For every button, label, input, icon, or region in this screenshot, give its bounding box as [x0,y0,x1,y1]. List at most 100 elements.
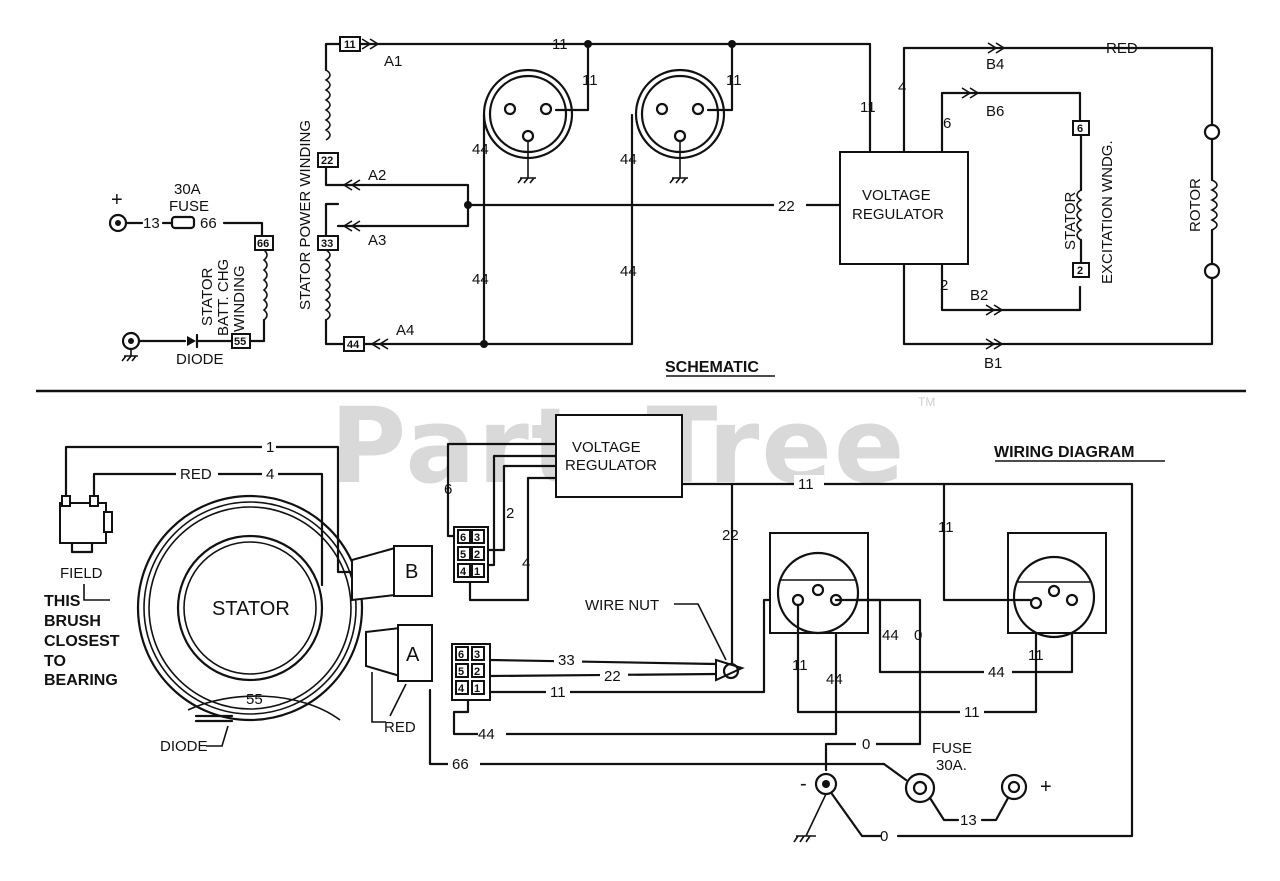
svg-text:A2: A2 [368,167,386,184]
svg-text:6: 6 [943,115,951,132]
rotor: ROTOR [1187,123,1221,280]
battery-terminals: - 0 FUSE 30A. 13 + [793,740,1052,845]
svg-text:BRUSH: BRUSH [44,613,101,630]
fuse-symbol [170,215,196,230]
fuse-label: FUSE [169,198,209,215]
svg-text:B2: B2 [970,287,988,304]
wiring-receptacle-2: 11 11 [938,482,1107,664]
winding-55 [187,695,341,721]
svg-text:44: 44 [347,339,360,351]
plus-terminal [1000,773,1028,801]
wire-a4 [362,113,634,346]
svg-text:55: 55 [246,691,263,708]
svg-text:11: 11 [552,36,568,53]
svg-text:11: 11 [550,684,566,701]
receptacle-1 [482,68,574,184]
brush-note: THIS BRUSH CLOSEST TO BEARING [44,593,120,689]
svg-text:6: 6 [444,481,452,498]
svg-text:22: 22 [722,527,739,544]
svg-text:BATT. CHG: BATT. CHG [215,259,232,336]
svg-text:THIS: THIS [44,593,81,610]
svg-text:33: 33 [558,652,575,669]
svg-text:RED: RED [1106,40,1138,57]
plus-sign: + [111,189,123,211]
field-label: FIELD [60,565,103,582]
svg-text:5: 5 [460,549,466,561]
batt-winding-label: STATOR BATT. CHG WINDING [199,259,248,336]
diode-lead [194,714,234,723]
svg-text:TO: TO [44,653,66,670]
watermark-tm: TM [918,395,935,409]
connector-a: 6 3 5 2 4 1 [451,643,491,701]
svg-text:6: 6 [458,649,464,661]
rotor-label: ROTOR [1187,178,1204,232]
svg-text:66: 66 [452,756,469,773]
svg-text:BEARING: BEARING [44,672,118,689]
schematic-voltage-regulator: VOLTAGE REGULATOR B4 RED 4 B6 6 B2 2 B1 [839,40,1214,372]
diode-label: DIODE [176,351,224,368]
power-winding-coil-lower [324,249,331,321]
connector-a1 [361,38,380,50]
wire-66-label: 66 [200,215,217,232]
svg-text:1: 1 [266,439,274,456]
ground-icon [517,141,536,184]
svg-text:11: 11 [582,72,598,89]
excitation-winding: 6 2 STATOR EXCITATION WNDG. [1062,120,1116,284]
svg-text:6: 6 [1077,123,1083,135]
svg-text:A4: A4 [396,322,414,339]
svg-text:6: 6 [460,532,466,544]
svg-text:4: 4 [522,555,530,572]
svg-text:44: 44 [988,664,1005,681]
receptacle-2 [634,68,726,184]
schematic-title: SCHEMATIC [665,359,759,376]
svg-text:A: A [406,644,420,666]
svg-text:5: 5 [458,666,464,678]
svg-text:44: 44 [478,726,495,743]
wire-13-label: 13 [143,215,160,232]
svg-text:44: 44 [882,627,899,644]
svg-text:11: 11 [938,519,954,536]
wire-red-4 [92,472,324,587]
svg-text:0: 0 [862,736,870,753]
svg-text:WINDING: WINDING [231,265,248,332]
schematic: + 13 30A FUSE 66 66 55 STATOR BATT. CHG … [108,36,1221,377]
terminal-22 [317,152,339,168]
svg-text:0: 0 [914,627,922,644]
fuse-rating: 30A. [936,757,967,774]
rotor-coil [1210,179,1218,231]
plus-sign: + [1040,776,1052,798]
red-label: RED [384,719,416,736]
wire-b1 [902,262,1214,346]
svg-text:4: 4 [898,79,906,96]
fuse-label: FUSE [932,740,972,757]
svg-text:2: 2 [506,505,514,522]
svg-text:STATOR: STATOR [199,267,216,326]
svg-text:11: 11 [726,72,742,89]
svg-text:B6: B6 [986,103,1004,120]
svg-text:33: 33 [321,238,333,250]
svg-text:66: 66 [257,238,269,250]
svg-text:3: 3 [474,649,480,661]
svg-text:44: 44 [826,671,843,688]
svg-text:3: 3 [474,532,480,544]
svg-text:RED: RED [180,466,212,483]
svg-text:REGULATOR: REGULATOR [565,457,657,474]
minus-sign: - [800,773,807,795]
wire-11-long [680,482,1134,838]
svg-text:22: 22 [321,155,333,167]
wire-b4 [902,46,1214,154]
svg-text:B4: B4 [986,56,1004,73]
ground-icon [793,793,827,843]
diode-label: DIODE [160,738,208,755]
field-brush-holder: 1 RED 4 FIELD THIS BRUSH CLOSEST TO BEAR… [44,438,354,689]
svg-text:A1: A1 [384,53,402,70]
plug-a [397,624,433,682]
schematic-wires: A1 11 11 11 11 A2 A3 22 A4 44 44 [336,36,876,350]
fuse-holder-icon [904,772,936,804]
stator-assembly: STATOR 55 DIODE B A RED [136,494,433,755]
wire-11-top [358,42,872,154]
wire-nut-label: WIRE NUT [585,597,659,614]
svg-text:B: B [405,561,418,583]
svg-text:44: 44 [472,271,489,288]
